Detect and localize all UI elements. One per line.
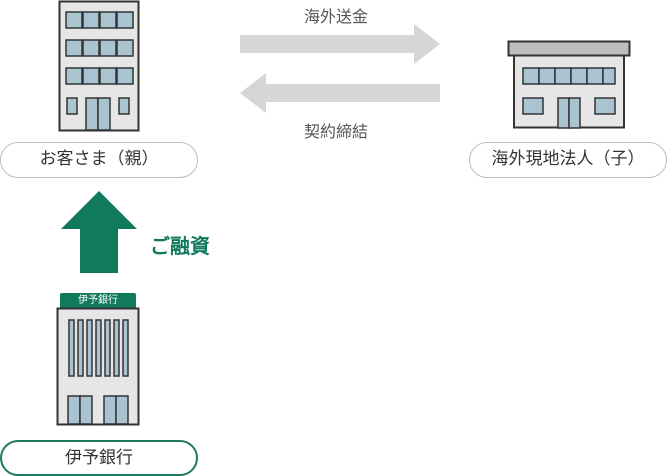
contract-label: 契約締結: [304, 122, 369, 141]
loan-arrow-up-icon: [61, 191, 137, 273]
parent-label: お客さま（親）: [0, 142, 198, 178]
loan-label: ご融資: [150, 234, 210, 258]
bank-building-icon: [56, 293, 140, 426]
contract-arrow-left-icon: [240, 73, 440, 113]
bank-label: 伊予銀行: [0, 440, 198, 476]
subsidiary-label: 海外現地法人（子）: [469, 142, 667, 178]
subsidiary-building-icon: [507, 40, 631, 129]
parent-building-icon: [58, 0, 140, 132]
bank-sign: 伊予銀行: [78, 295, 118, 306]
remittance-arrow-right-icon: [240, 24, 440, 64]
remittance-label: 海外送金: [304, 7, 369, 26]
